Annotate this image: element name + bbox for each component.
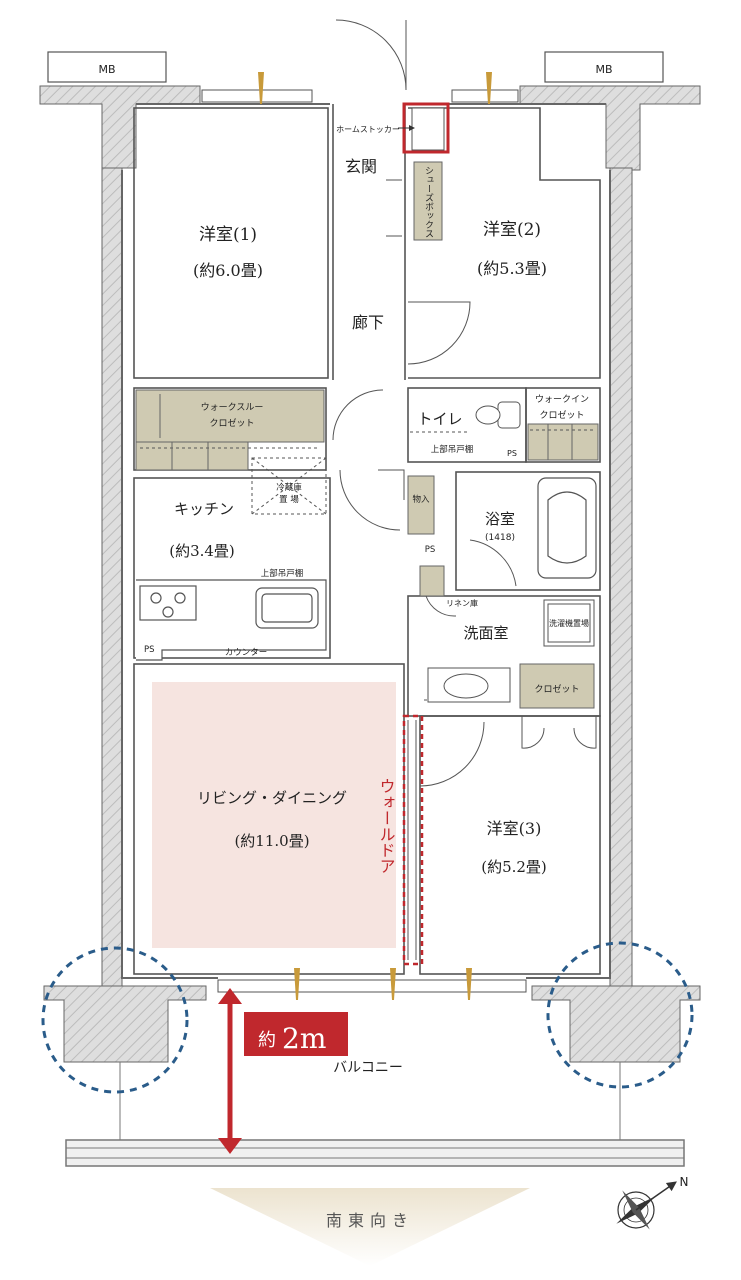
kitchen-ps-label: PS — [144, 645, 155, 655]
toilet-label: トイレ — [417, 410, 462, 428]
counter-label: カウンター — [225, 648, 268, 658]
room1-name: 洋室(1) — [199, 225, 257, 245]
orientation-banner — [210, 1188, 530, 1266]
storage-label: 物入 — [412, 494, 430, 505]
fridge-area — [251, 457, 327, 515]
bath-size: (1418) — [485, 533, 515, 543]
room2-name: 洋室(2) — [483, 220, 541, 240]
mb-left-label: MB — [98, 63, 115, 76]
door-swings — [332, 19, 597, 787]
home-stocker-label: ホームストッカー — [336, 125, 400, 134]
living-size: (約11.0畳) — [234, 832, 309, 850]
room3-name: 洋室(3) — [487, 819, 542, 838]
wall-door-label: ウォールドア — [377, 778, 396, 874]
home-stocker-box — [411, 107, 445, 151]
washer-label: 洗濯機置場 — [549, 618, 589, 628]
walk-in-closet-label-1: ウォークイン — [535, 394, 589, 405]
orientation-label: 南東向き — [326, 1211, 414, 1230]
depth-arrow — [218, 988, 242, 1154]
kitchen-upper-cabinet-label: 上部吊戸棚 — [261, 568, 304, 579]
inner-walls — [121, 103, 611, 979]
living-highlight — [152, 682, 396, 948]
room2-size: (約5.3畳) — [477, 259, 547, 278]
room1-size: (約6.0畳) — [193, 261, 263, 280]
wash-basin — [427, 667, 511, 703]
compass-north-label: N — [680, 1175, 689, 1189]
fridge-label-2: 置 場 — [279, 494, 299, 505]
toilet-upper-cabinet-label: 上部吊戸棚 — [431, 444, 474, 455]
kitchen-counter — [136, 579, 327, 661]
toilet-ps-label: PS — [507, 449, 517, 458]
window-vents — [258, 72, 492, 1000]
kitchen-name: キッチン — [174, 500, 234, 518]
walk-in-closet-label-2: クロゼット — [539, 409, 584, 421]
bath-ps-label: PS — [425, 545, 436, 555]
depth-value: 2m — [282, 1022, 326, 1055]
dashed-circle-left — [41, 946, 189, 1094]
compass-icon — [616, 1181, 677, 1230]
balcony — [65, 1062, 685, 1167]
washroom-label: 洗面室 — [463, 624, 508, 642]
fridge-label-1: 冷蔵庫 — [276, 482, 302, 493]
mb-right: MB — [544, 51, 664, 83]
mb-right-label: MB — [595, 63, 612, 76]
washer-area — [543, 599, 595, 647]
closet-fills — [135, 161, 599, 709]
wall-door-outline — [402, 714, 424, 966]
toilet-fixture — [475, 401, 521, 429]
corridor-label: 廊下 — [352, 313, 384, 332]
depth-badge — [244, 1012, 348, 1056]
windows — [201, 89, 527, 993]
balcony-label: バルコニー — [333, 1060, 403, 1076]
walk-through-closet-label-2: クロゼット — [209, 417, 254, 429]
bathtub — [537, 477, 597, 579]
closet-label: クロゼット — [534, 683, 579, 695]
outer-walls — [39, 85, 701, 1063]
room3-size: (約5.2畳) — [481, 858, 547, 876]
walk-through-closet-label-1: ウォークスルー — [201, 402, 264, 413]
shoe-box-label: シューズボックス — [423, 166, 434, 238]
closet-dividers — [159, 394, 573, 470]
mb-left: MB — [47, 51, 167, 83]
bath-name: 浴室 — [485, 510, 515, 528]
entrance-label: 玄関 — [345, 157, 377, 176]
kitchen-size: (約3.4畳) — [169, 542, 235, 560]
living-name: リビング・ダイニング — [197, 789, 347, 807]
partitions — [133, 104, 601, 975]
dashed-circle-right — [546, 941, 694, 1089]
depth-prefix: 約 — [258, 1030, 276, 1051]
linen-label: リネン庫 — [446, 598, 478, 608]
